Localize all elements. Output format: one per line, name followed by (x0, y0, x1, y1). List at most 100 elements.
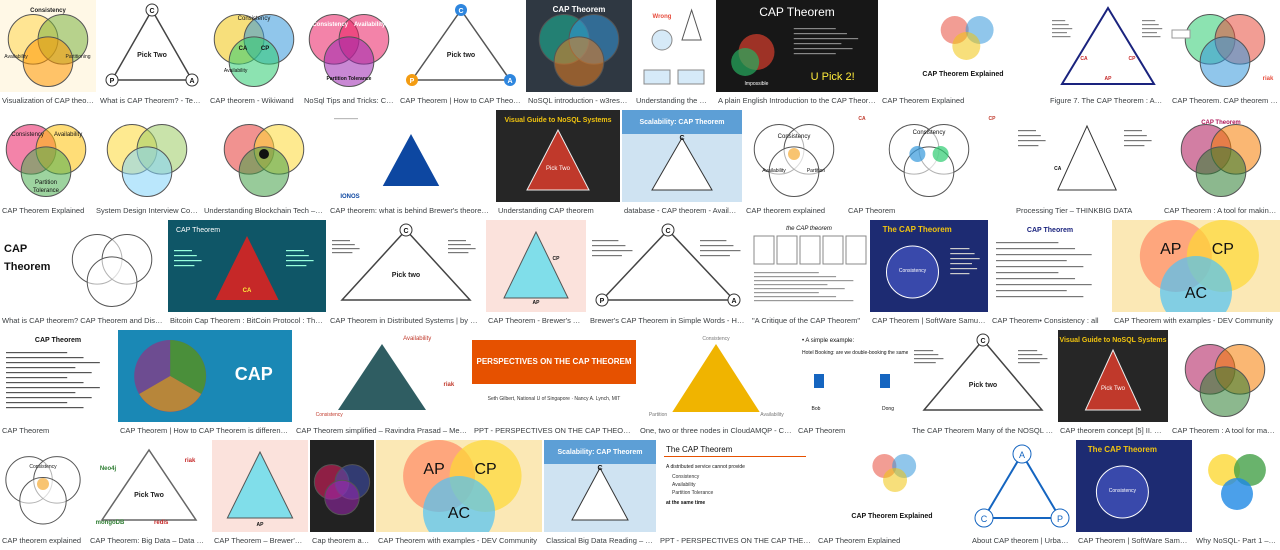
result-caption[interactable]: CAP Theorem Explained (882, 96, 965, 105)
result-caption[interactable]: Processing Tier – THINKBIG DATA (1016, 206, 1133, 215)
result-caption[interactable]: One, two or three nodes in CloudAMQP - C… (640, 426, 792, 435)
result-caption[interactable]: CAP theorem - Wikiwand (210, 96, 294, 105)
result-thumbnail[interactable]: CAP Theorem (526, 0, 632, 92)
result-caption[interactable]: NoSQL introduction - w3resource (528, 96, 630, 105)
result-thumbnail[interactable]: riak (1170, 0, 1280, 92)
result-caption[interactable]: About CAP theorem | Urban On... (972, 536, 1072, 545)
result-thumbnail[interactable] (1170, 330, 1280, 422)
result-caption[interactable]: CAP Theorem Explained (818, 536, 901, 545)
result-caption[interactable]: CAP theorem concept [5] II. WHY Y... (1060, 426, 1166, 435)
result-caption[interactable]: Brewer's CAP Theorem in Simple Words - H… (590, 316, 746, 325)
result-thumbnail[interactable] (94, 110, 200, 202)
result-thumbnail[interactable]: the CAP theorem (750, 220, 868, 312)
result-caption[interactable]: Understanding the CA... (636, 96, 712, 105)
result-caption[interactable]: CAP Theorem - Brewer's The... (488, 316, 584, 325)
image-result-tile[interactable]: CAP CAP Theorem | How to CAP Theorem is d… (118, 330, 292, 440)
result-thumbnail[interactable]: Consistency (0, 440, 86, 532)
result-thumbnail[interactable] (1194, 440, 1280, 532)
result-caption[interactable]: CAP Theorem Explained (2, 206, 85, 215)
result-caption[interactable]: CAP Theorem (798, 426, 846, 435)
result-caption[interactable]: What is CAP Theorem? - Technol... (100, 96, 204, 105)
result-caption[interactable]: Visualization of CAP theorem. |... (2, 96, 94, 105)
result-caption[interactable]: CAP Theorem simplified – Ravindra Prasad… (296, 426, 468, 435)
result-thumbnail[interactable]: CAP Theorem (1162, 110, 1280, 202)
result-caption[interactable]: A plain English Introduction to the CAP … (718, 96, 876, 105)
result-caption[interactable]: CAP Theorem in Distributed Systems | by … (330, 316, 482, 325)
result-thumbnail[interactable] (202, 110, 326, 202)
image-result-tile[interactable]: the CAP theorem"A Critique of the CAP Th… (750, 220, 868, 330)
result-thumbnail[interactable] (310, 440, 374, 532)
result-thumbnail[interactable]: CAP (118, 330, 292, 422)
result-caption[interactable]: CAP Theorem – Brewer's Th... (214, 536, 306, 545)
image-result-tile[interactable]: Cap theorem an... (310, 440, 374, 550)
result-thumbnail[interactable]: CAP Theorem Explained (816, 440, 968, 532)
result-thumbnail[interactable]: CAP Theorem Explained (880, 0, 1046, 92)
result-caption[interactable]: What is CAP theorem? CAP Theorem and Dis… (2, 316, 164, 325)
result-caption[interactable]: CAP Theorem with examples - DEV Communit… (378, 536, 537, 545)
image-result-tile[interactable]: ACP About CAP theorem | Urban On... (970, 440, 1074, 550)
result-caption[interactable]: Bitcoin Cap Theorem : BitCoin Protocol :… (170, 316, 324, 325)
image-result-tile[interactable]: System Design Interview Concep... (94, 110, 200, 220)
image-result-tile[interactable]: Why NoSQL- Part 1 – CAP t... (1194, 440, 1280, 550)
result-caption[interactable]: PPT - PERSPECTIVES ON THE CAP THEOREM Po… (474, 426, 634, 435)
result-caption[interactable]: PPT - PERSPECTIVES ON THE CAP THEOREM P.… (660, 536, 812, 545)
result-caption[interactable]: CAP Theorem. CAP theorem also kn... (1172, 96, 1278, 105)
result-caption[interactable]: CAP theorem explained (2, 536, 82, 545)
image-result-tile[interactable]: Understanding Blockchain Tech – CAP ... (202, 110, 326, 220)
result-thumbnail[interactable]: CA (1014, 110, 1160, 202)
result-caption[interactable]: CAP Theorem | How to CAP Theorem is diff… (120, 426, 290, 435)
image-result-tile[interactable]: CAP Theorem : A tool for making di... (1170, 330, 1280, 440)
result-caption[interactable]: CAP Theorem with examples - DEV Communit… (1114, 316, 1273, 325)
result-thumbnail[interactable]: IONOS (328, 110, 494, 202)
result-caption[interactable]: CAP Theorem : A tool for making di... (1172, 426, 1278, 435)
result-caption[interactable]: CAP Theorem : A tool for making distrib.… (1164, 206, 1278, 215)
image-result-tile[interactable]: CA Processing Tier – THINKBIG DATA (1014, 110, 1160, 220)
result-caption[interactable]: System Design Interview Concep... (96, 206, 198, 215)
